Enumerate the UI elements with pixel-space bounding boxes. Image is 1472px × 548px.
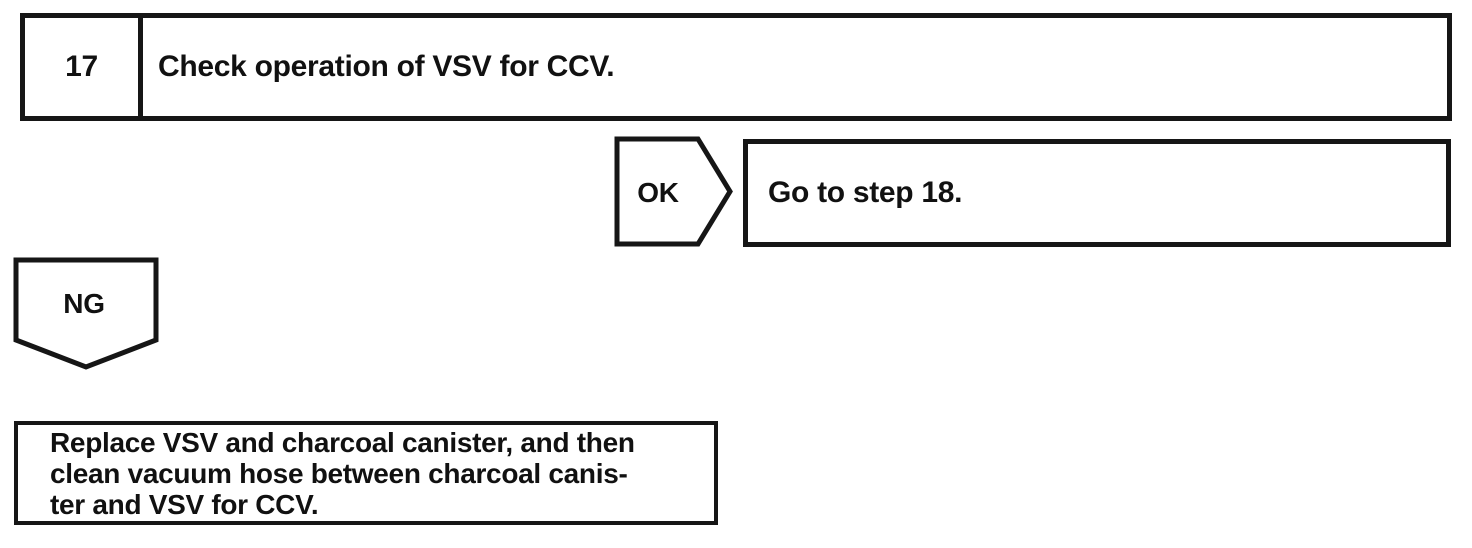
step-number-cell: 17: [25, 18, 143, 116]
step-title: Check operation of VSV for CCV.: [158, 50, 615, 83]
ok-connector: OK: [614, 136, 733, 247]
ng-connector: NG: [13, 257, 159, 370]
ok-pentagon-shape: [614, 136, 733, 247]
ng-pentagon-shape: [13, 257, 159, 370]
ok-label: OK: [637, 177, 678, 208]
step-box: 17 Check operation of VSV for CCV.: [20, 13, 1452, 121]
step-number: 17: [65, 50, 98, 83]
step-title-cell: Check operation of VSV for CCV.: [143, 18, 1447, 116]
ng-action-box: Replace VSV and charcoal canister, and t…: [14, 421, 718, 525]
ok-action-text: Go to step 18.: [768, 176, 963, 209]
ng-label: NG: [63, 288, 104, 319]
ng-action-text: Replace VSV and charcoal canister, and t…: [50, 426, 635, 520]
ok-action-box: Go to step 18.: [743, 139, 1451, 247]
